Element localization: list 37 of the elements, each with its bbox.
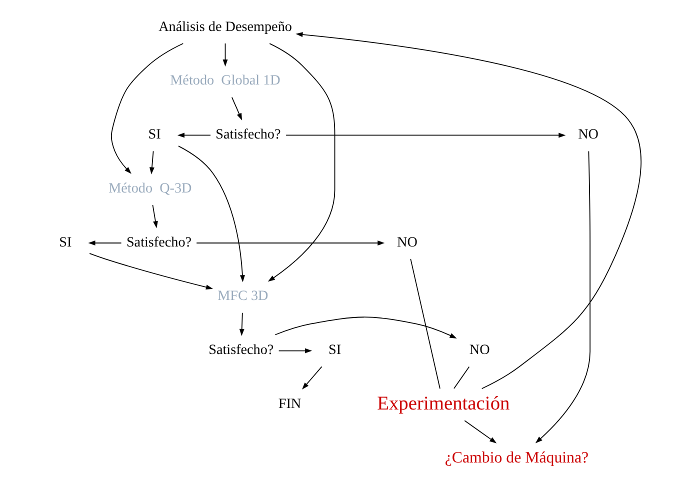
arrow: [278, 348, 312, 354]
arrow: [177, 132, 211, 138]
node-text: SI: [59, 234, 72, 250]
arrow: [196, 240, 385, 246]
node-text: NO: [469, 342, 490, 358]
connector: [410, 258, 440, 390]
arrow: [178, 146, 245, 282]
connector: [454, 366, 470, 389]
arrow: [88, 240, 122, 246]
arrow: [239, 312, 244, 336]
arrow: [286, 132, 566, 138]
node-text: Experimentación: [377, 394, 510, 415]
arrow: [302, 366, 322, 390]
arrow: [152, 204, 158, 228]
node-text: MFC 3D: [218, 288, 268, 304]
node-text: FIN: [278, 396, 302, 412]
node-text: ¿Cambio de Máquina?: [444, 449, 589, 466]
arrow: [110, 43, 184, 174]
node-text: NO: [397, 234, 418, 250]
arrow: [464, 420, 497, 444]
arrow: [274, 316, 457, 338]
arrow: [296, 32, 642, 390]
node-text: Método Global 1D: [170, 72, 280, 89]
arrow: [535, 150, 590, 444]
node-text: Satisfecho?: [126, 234, 192, 250]
node-text: Método Q-3D: [108, 180, 192, 196]
node-text: Análisis de Desempeño: [158, 18, 292, 35]
node-text: Satisfecho?: [216, 126, 281, 143]
arrow: [231, 96, 242, 120]
node-text: NO: [578, 126, 598, 143]
arrow: [149, 150, 154, 174]
arrow: [268, 43, 336, 282]
arrow: [89, 253, 214, 290]
node-text: SI: [148, 126, 161, 143]
node-text: Satisfecho?: [208, 342, 274, 358]
node-text: SI: [328, 342, 342, 358]
arrow: [222, 43, 228, 67]
